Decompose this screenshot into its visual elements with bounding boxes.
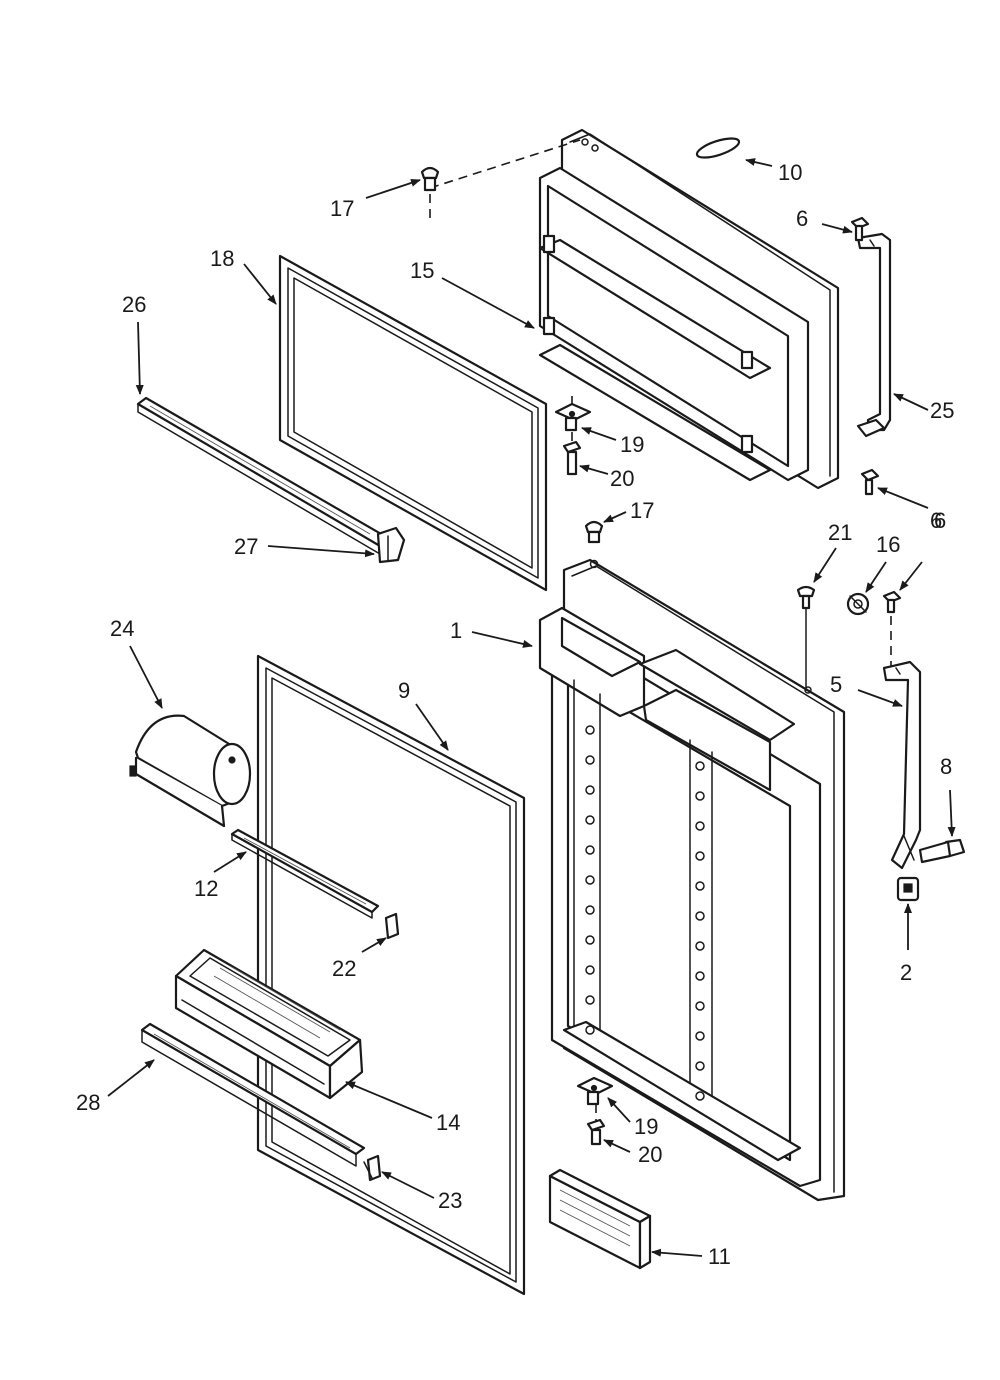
callout-19-upper: 19 [620,432,644,457]
callout-11: 11 [708,1244,731,1269]
leader-6-middle [899,561,923,591]
leader-19-upper [581,427,617,441]
leader-23 [381,1171,435,1199]
part-2-door-stop [896,876,920,902]
callout-1: 1 [450,618,462,643]
callout-12: 12 [194,876,218,901]
part-8-bolt [918,838,966,864]
callout-6-lower: 6 [934,508,946,533]
part-11-toe-grille [548,1168,652,1270]
leader-6-lower [877,487,929,509]
callout-20-upper: 20 [610,466,634,491]
callout-9: 9 [398,678,410,703]
part-17-screw-upper [420,166,440,192]
part-19-hinge-plate-upper [554,402,592,432]
leader-17-upper [365,179,421,199]
callout-17-upper: 17 [330,196,354,221]
freezer-door-part-15 [538,128,840,490]
part-6-screw-top [850,216,870,242]
leader-28 [107,1059,155,1097]
leader-19-lower [607,1097,631,1123]
callout-10: 10 [778,160,802,185]
leader-16 [865,561,887,593]
callout-28: 28 [76,1090,100,1115]
leader-14 [345,1081,433,1119]
callout-21: 21 [828,520,852,545]
leader-15 [441,277,535,329]
leader-20-lower [603,1139,631,1153]
callout-20-lower: 20 [638,1142,662,1167]
part-22-trim-end-cap [384,912,400,940]
callout-5: 5 [830,672,842,697]
leader-21 [813,547,837,583]
callout-2: 2 [900,960,912,985]
callout-17-lower: 17 [630,498,654,523]
leader-24 [129,645,163,709]
leader-22 [361,937,387,953]
callout-24: 24 [110,616,134,641]
callout-26: 26 [122,292,146,317]
part-21-screw [796,585,816,610]
callout-19-lower: 19 [634,1114,658,1139]
leader-1 [471,631,533,648]
part-23-trim-end-cap [363,1154,382,1182]
callout-22: 22 [332,956,356,981]
part-10-medallion [695,137,741,159]
part-12-bin-trim [230,828,380,919]
middle-hinge-part-5 [882,660,922,870]
callout-18: 18 [210,246,234,271]
part-14-door-bin [174,948,364,1100]
leader-18 [243,263,277,305]
upper-hinge-part-25 [856,232,892,438]
part-24-dairy-door [129,714,252,828]
leader-5 [857,689,903,707]
callout-6-middle: 6 [930,508,942,533]
leader-27 [267,545,375,558]
leader-6-top [821,223,853,234]
part-6-screw-middle [882,590,902,614]
door-rail-dots [585,725,705,1101]
leader-17-lower [603,511,627,523]
callout-15: 15 [410,258,434,283]
part-19-hinge-plate-lower [576,1076,614,1106]
part-28-bin-trim [140,1022,366,1167]
callout-14: 14 [436,1110,460,1135]
callout-25: 25 [930,398,954,423]
leader-9 [415,703,449,751]
callout-8: 8 [940,754,952,779]
part-16-bushing [846,592,870,616]
callout-6-top: 6 [796,206,808,231]
leader-11 [651,1248,703,1257]
part-20-screw-lower [586,1118,606,1146]
part-6-screw-lower [860,468,880,496]
leader-8 [947,789,956,837]
leader-10 [745,158,773,167]
fresh-food-door-part-1 [538,558,846,1202]
part-20-screw-upper [562,440,582,476]
leader-20-upper [579,464,609,475]
leader-25 [893,393,929,411]
fresh-food-door-gasket-part-9 [256,654,526,1296]
trim-end-cap-part-27 [376,526,406,564]
callout-16: 16 [876,532,900,557]
freezer-door-gasket-part-18 [278,254,548,592]
callout-23: 23 [438,1188,462,1213]
callout-27: 27 [234,534,258,559]
leader-26 [135,321,144,395]
leader-12 [213,851,247,873]
part-17-screw-lower [584,520,604,544]
